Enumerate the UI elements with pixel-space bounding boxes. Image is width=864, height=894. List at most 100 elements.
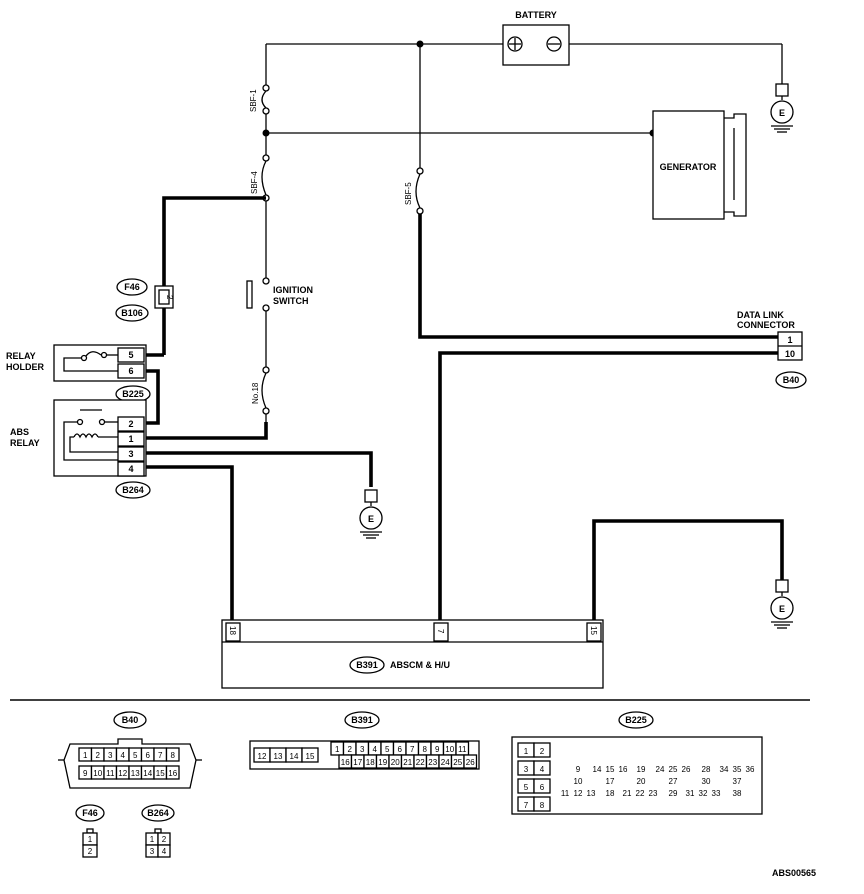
battery-label: BATTERY: [515, 10, 557, 20]
pin-number: 4: [540, 765, 545, 774]
fuse-sbf4-label: SBF-4: [250, 171, 259, 194]
pin-number: 9: [576, 765, 581, 774]
pin-cell: [463, 754, 478, 769]
pin-number: 34: [720, 765, 729, 774]
legend-f46: F46 1 2: [75, 804, 105, 858]
pin-number: 16: [341, 758, 350, 767]
pin-cell: [533, 796, 551, 812]
svg-text:E: E: [779, 108, 785, 118]
svg-text:1: 1: [150, 835, 155, 844]
svg-text:HOLDER: HOLDER: [6, 362, 45, 372]
connector-f46-b106: 2 F46 B106: [115, 278, 174, 322]
data-link-connector: DATA LINK CONNECTOR 1 10 B40: [737, 310, 807, 389]
svg-text:B225: B225: [122, 389, 144, 399]
pin-number: 35: [733, 765, 742, 774]
pin-number: 14: [290, 752, 299, 761]
pin-number: 4: [121, 751, 126, 760]
pin-number: 10: [445, 745, 454, 754]
pin-number: 17: [606, 777, 615, 786]
svg-text:ABS: ABS: [10, 427, 29, 437]
svg-text:RELAY: RELAY: [6, 351, 36, 361]
pin-number: 20: [637, 777, 646, 786]
pin-number: 11: [106, 769, 115, 778]
pin-number: 1: [83, 751, 88, 760]
svg-text:2: 2: [88, 847, 93, 856]
pin-number: 27: [669, 777, 678, 786]
pin-number: 1: [335, 745, 340, 754]
svg-text:4: 4: [128, 464, 133, 474]
svg-text:SWITCH: SWITCH: [273, 296, 309, 306]
pin-number: 18: [366, 758, 375, 767]
pin-number: 4: [373, 745, 378, 754]
pin-number: 29: [669, 789, 678, 798]
pin-number: 22: [416, 758, 425, 767]
svg-text:3: 3: [128, 449, 133, 459]
pin-number: 19: [378, 758, 387, 767]
pin-number: 14: [593, 765, 602, 774]
pin-number: 31: [686, 789, 695, 798]
svg-text:B40: B40: [122, 715, 139, 725]
pin-number: 7: [524, 801, 529, 810]
pin-number: 3: [108, 751, 113, 760]
pin-number: 12: [258, 752, 267, 761]
pin-number: 11: [561, 789, 570, 798]
pin-number: 14: [143, 769, 152, 778]
svg-text:1: 1: [787, 335, 792, 345]
pin-number: 23: [428, 758, 437, 767]
svg-text:DATA LINK: DATA LINK: [737, 310, 784, 320]
pin-number: 17: [353, 758, 362, 767]
pin-number: 38: [733, 789, 742, 798]
pin-number: 18: [606, 789, 615, 798]
pin-number: 24: [441, 758, 450, 767]
ground-battery: E: [770, 83, 794, 133]
pin-number: 28: [702, 765, 711, 774]
svg-text:18: 18: [228, 626, 237, 635]
pin-number: 6: [146, 751, 151, 760]
pin-number: 12: [118, 769, 127, 778]
svg-text:B391: B391: [351, 715, 373, 725]
pin-number: 8: [423, 745, 428, 754]
svg-text:2: 2: [162, 835, 167, 844]
abs-relay: ABS RELAY 2 1 3 4 B264: [10, 399, 151, 499]
pin-number: 11: [458, 745, 467, 754]
pin-number: 19: [637, 765, 646, 774]
pin-number: 37: [733, 777, 742, 786]
pin-cell: [165, 747, 180, 762]
legend-b264: B264 1 2 3 4: [141, 804, 175, 858]
svg-text:10: 10: [785, 349, 795, 359]
generator: GENERATOR: [652, 110, 747, 220]
pin-number: 6: [398, 745, 403, 754]
pin-number: 15: [306, 752, 315, 761]
pin-number: 7: [158, 751, 163, 760]
pin-cell: [533, 760, 551, 776]
pin-number: 30: [702, 777, 711, 786]
pin-number: 15: [606, 765, 615, 774]
pin-number: 5: [524, 783, 529, 792]
pin-number: 7: [410, 745, 415, 754]
svg-text:1: 1: [128, 434, 133, 444]
pin-number: 6: [540, 783, 545, 792]
pin-number: 33: [712, 789, 721, 798]
pin-cell: [533, 742, 551, 758]
pin-number: 20: [391, 758, 400, 767]
pin-number: 16: [619, 765, 628, 774]
pin-number: 13: [131, 769, 140, 778]
svg-text:2: 2: [165, 295, 174, 300]
pin-number: 2: [96, 751, 101, 760]
svg-text:RELAY: RELAY: [10, 438, 40, 448]
pin-number: 22: [636, 789, 645, 798]
pin-number: 23: [649, 789, 658, 798]
relay-holder: RELAY HOLDER 5 6 B225: [6, 344, 151, 403]
fuse-sbf1-label: SBF-1: [249, 89, 258, 112]
pin-number: 26: [682, 765, 691, 774]
pin-number: 8: [540, 801, 545, 810]
pin-number: 3: [524, 765, 529, 774]
fuse-no18-label: No.18: [251, 382, 260, 404]
ignition-switch: IGNITION SWITCH: [246, 277, 313, 312]
pin-number: 9: [435, 745, 440, 754]
pin-number: 25: [669, 765, 678, 774]
pin-number: 26: [466, 758, 475, 767]
